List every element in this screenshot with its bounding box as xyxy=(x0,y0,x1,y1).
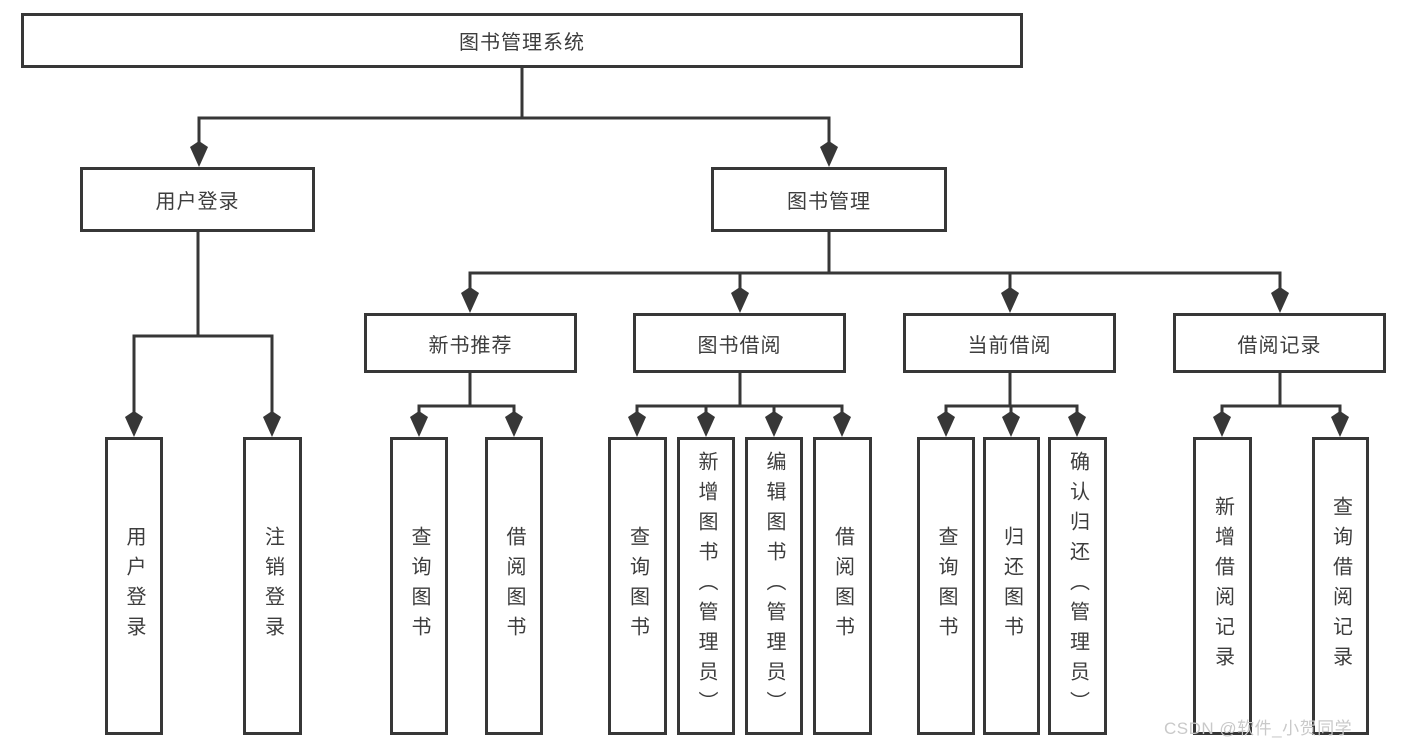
node-user-login: 用户登录 xyxy=(80,167,315,232)
node-new-book-recommend: 新书推荐 xyxy=(364,313,577,373)
leaf-query-books-borrow: 查询图书 xyxy=(608,437,667,735)
node-current-borrow: 当前借阅 xyxy=(903,313,1116,373)
leaf-confirm-return-admin: 确认归还（管理员） xyxy=(1048,437,1107,735)
leaf-query-borrow-record: 查询借阅记录 xyxy=(1312,437,1369,735)
leaf-borrow-books-recommend: 借阅图书 xyxy=(485,437,543,735)
leaf-query-borrow-record-label: 查询借阅记录 xyxy=(1329,496,1352,676)
leaf-user-login: 用户登录 xyxy=(105,437,163,735)
leaf-return-books: 归还图书 xyxy=(983,437,1040,735)
leaf-add-borrow-record-label: 新增借阅记录 xyxy=(1211,496,1234,676)
leaf-borrow-books-recommend-label: 借阅图书 xyxy=(503,526,525,646)
leaf-user-login-label: 用户登录 xyxy=(123,526,145,646)
leaf-query-books-current-label: 查询图书 xyxy=(935,526,957,646)
leaf-edit-books-admin: 编辑图书（管理员） xyxy=(745,437,803,735)
leaf-query-books-recommend: 查询图书 xyxy=(390,437,448,735)
leaf-confirm-return-admin-label: 确认归还（管理员） xyxy=(1066,451,1089,721)
leaf-query-books-recommend-label: 查询图书 xyxy=(408,526,430,646)
node-book-management: 图书管理 xyxy=(711,167,947,232)
leaf-query-books-current: 查询图书 xyxy=(917,437,975,735)
leaf-query-books-borrow-label: 查询图书 xyxy=(626,526,649,646)
leaf-add-borrow-record: 新增借阅记录 xyxy=(1193,437,1252,735)
node-borrow-records: 借阅记录 xyxy=(1173,313,1386,373)
node-book-borrow: 图书借阅 xyxy=(633,313,846,373)
leaf-borrow-books: 借阅图书 xyxy=(813,437,872,735)
leaf-logout: 注销登录 xyxy=(243,437,302,735)
leaf-add-books-admin-label: 新增图书（管理员） xyxy=(695,451,717,721)
csdn-watermark: CSDN @软件_小贺同学 xyxy=(1164,719,1353,738)
leaf-return-books-label: 归还图书 xyxy=(1000,526,1023,646)
node-library-management-system: 图书管理系统 xyxy=(21,13,1023,68)
leaf-borrow-books-label: 借阅图书 xyxy=(831,526,854,646)
leaf-edit-books-admin-label: 编辑图书（管理员） xyxy=(763,451,785,721)
leaf-logout-label: 注销登录 xyxy=(261,526,284,646)
leaf-add-books-admin: 新增图书（管理员） xyxy=(677,437,735,735)
